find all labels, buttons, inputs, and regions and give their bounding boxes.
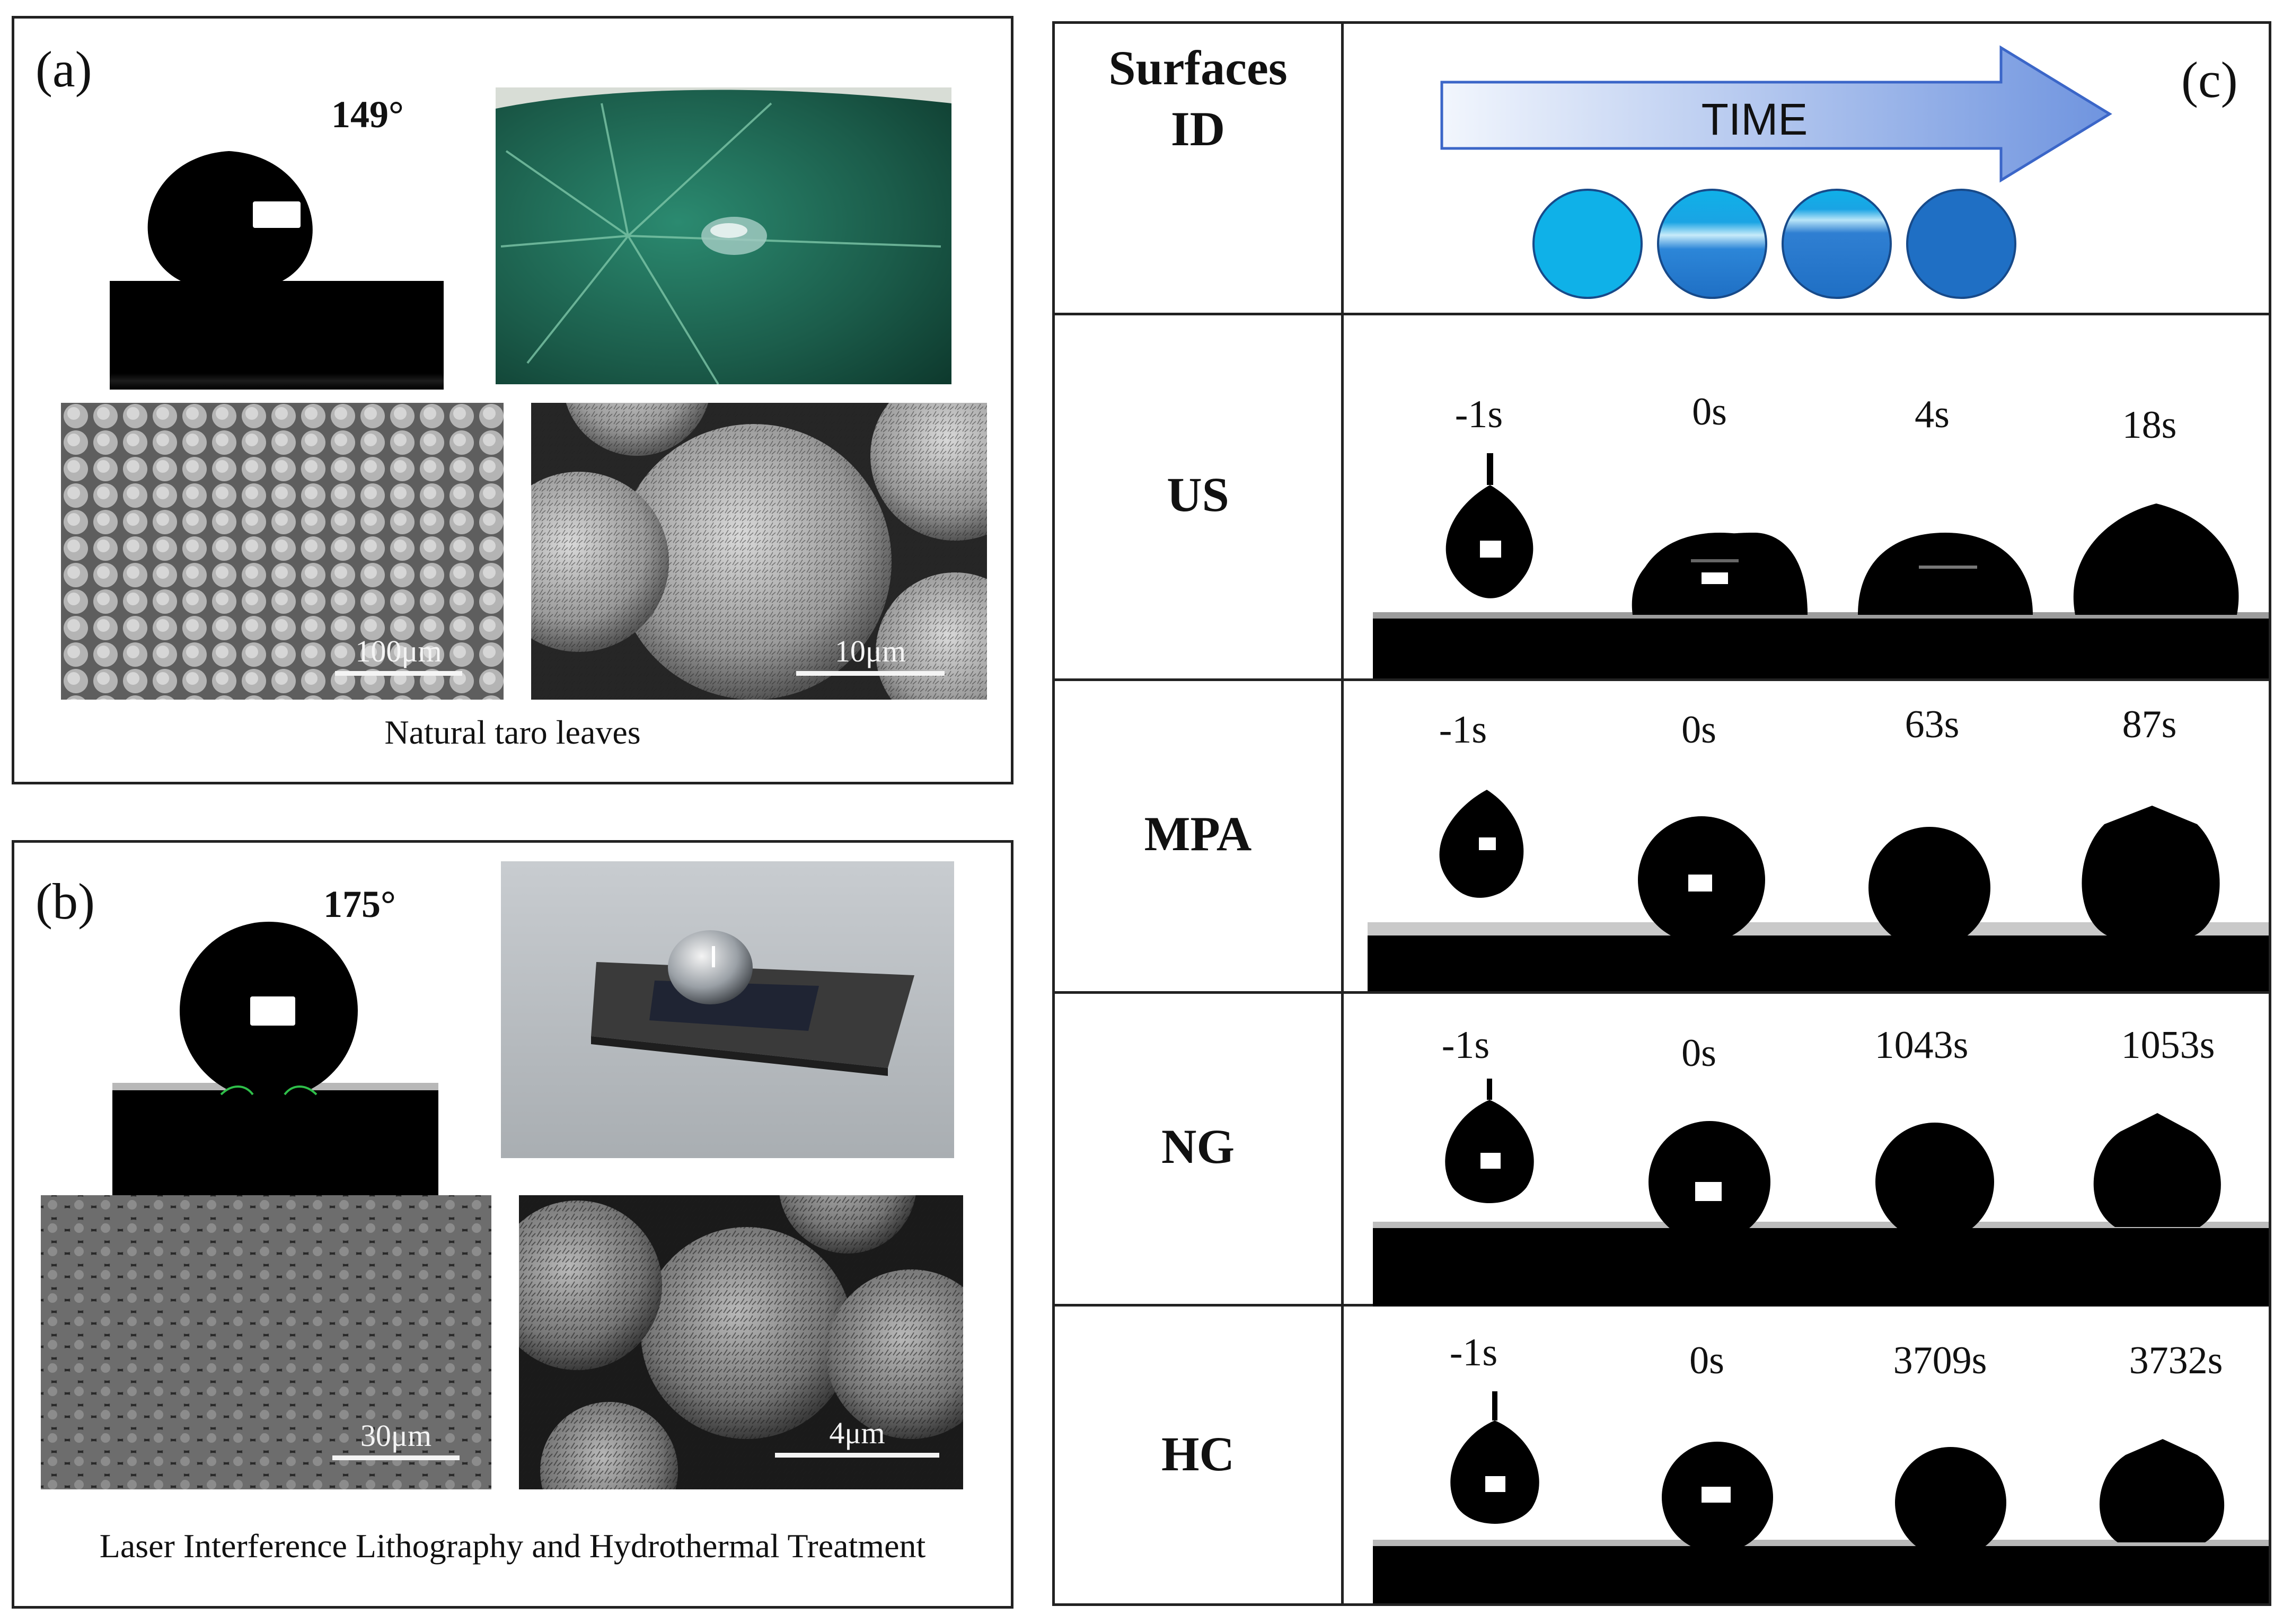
scale-bar-line [335, 671, 462, 676]
row-label-hc: HC [1161, 1427, 1235, 1481]
panel-b-sample-photo [501, 861, 954, 1158]
drop-sequence-mpa [1368, 761, 2269, 991]
circle-wet-3 [1782, 189, 1892, 299]
panel-a-scale-bar-right: 10μm [796, 633, 945, 676]
time-label: -1s [1441, 1023, 1490, 1067]
panel-b-sem-left [41, 1195, 491, 1489]
time-label: 3732s [2129, 1339, 2223, 1382]
circle-wet-1 [1532, 189, 1643, 299]
panel-b-scale-label-left: 30μm [360, 1418, 432, 1453]
circle-wet-2 [1657, 189, 1767, 299]
time-label: 18s [2122, 403, 2177, 447]
panel-a-label: (a) [36, 41, 92, 98]
row-divider [1055, 991, 2269, 994]
column-divider [1341, 24, 1344, 1603]
time-label: 0s [1692, 390, 1727, 434]
panel-a-sem-right [531, 403, 987, 700]
panel-b-scale-label-right: 4μm [829, 1416, 885, 1450]
panel-c-label: (c) [2181, 51, 2238, 108]
scale-bar-line [332, 1455, 460, 1460]
panel-a-caption: Natural taro leaves [384, 713, 641, 751]
scale-bar-line [796, 671, 945, 676]
panel-b-contact-angle: 175° [323, 883, 396, 925]
panel-a-leaf-photo [496, 87, 951, 384]
time-arrow-label: TIME [1701, 94, 1808, 144]
panel-a-sem-left [61, 403, 504, 700]
saturation-circles [1532, 189, 2016, 299]
time-label: 4s [1915, 393, 1950, 436]
drop-sequence-ng [1373, 1079, 2269, 1307]
drop-sequence-hc [1373, 1391, 2269, 1603]
panel-b-scale-bar-right: 4μm [775, 1415, 939, 1458]
time-arrow [1440, 45, 2112, 183]
time-label: 87s [2122, 703, 2177, 746]
scale-bar-line [775, 1453, 939, 1458]
panel-a-scale-label-left: 100μm [355, 634, 442, 668]
row-label-mpa: MPA [1144, 807, 1252, 861]
panel-a-contact-angle-image [99, 119, 446, 390]
panel-a: (a) 149° [12, 16, 1013, 784]
panel-a-scale-label-right: 10μm [834, 634, 906, 668]
panel-b-contact-angle-image [99, 914, 438, 1211]
row-divider [1055, 313, 2269, 315]
time-label: 1043s [1874, 1023, 1969, 1067]
time-label: 0s [1681, 708, 1716, 752]
panel-b-scale-bar-left: 30μm [332, 1418, 460, 1460]
time-label: 1053s [2121, 1023, 2215, 1067]
circle-wet-4 [1906, 189, 2016, 299]
time-label: 0s [1681, 1031, 1716, 1075]
row-divider [1055, 678, 2269, 681]
drop-sequence-us [1373, 453, 2269, 678]
time-label: 0s [1689, 1339, 1724, 1382]
header-id: ID [1170, 102, 1226, 156]
time-label: 63s [1905, 703, 1960, 746]
panel-b-sem-right [519, 1195, 963, 1489]
panel-c: Surfaces ID (c) TIME [1052, 21, 2271, 1606]
header-surfaces: Surfaces [1108, 41, 1288, 95]
time-label: 3709s [1893, 1339, 1987, 1382]
panel-a-scale-bar-left: 100μm [335, 633, 462, 676]
panel-b-label: (b) [36, 873, 95, 930]
time-label: -1s [1449, 1331, 1498, 1374]
panel-b: (b) 175° [12, 840, 1013, 1609]
row-label-ng: NG [1161, 1119, 1235, 1173]
time-label: -1s [1455, 393, 1503, 436]
time-label: -1s [1439, 708, 1487, 752]
row-label-us: US [1167, 467, 1229, 522]
panel-a-contact-angle: 149° [331, 93, 404, 136]
panel-b-caption: Laser Interference Lithography and Hydro… [99, 1527, 926, 1565]
